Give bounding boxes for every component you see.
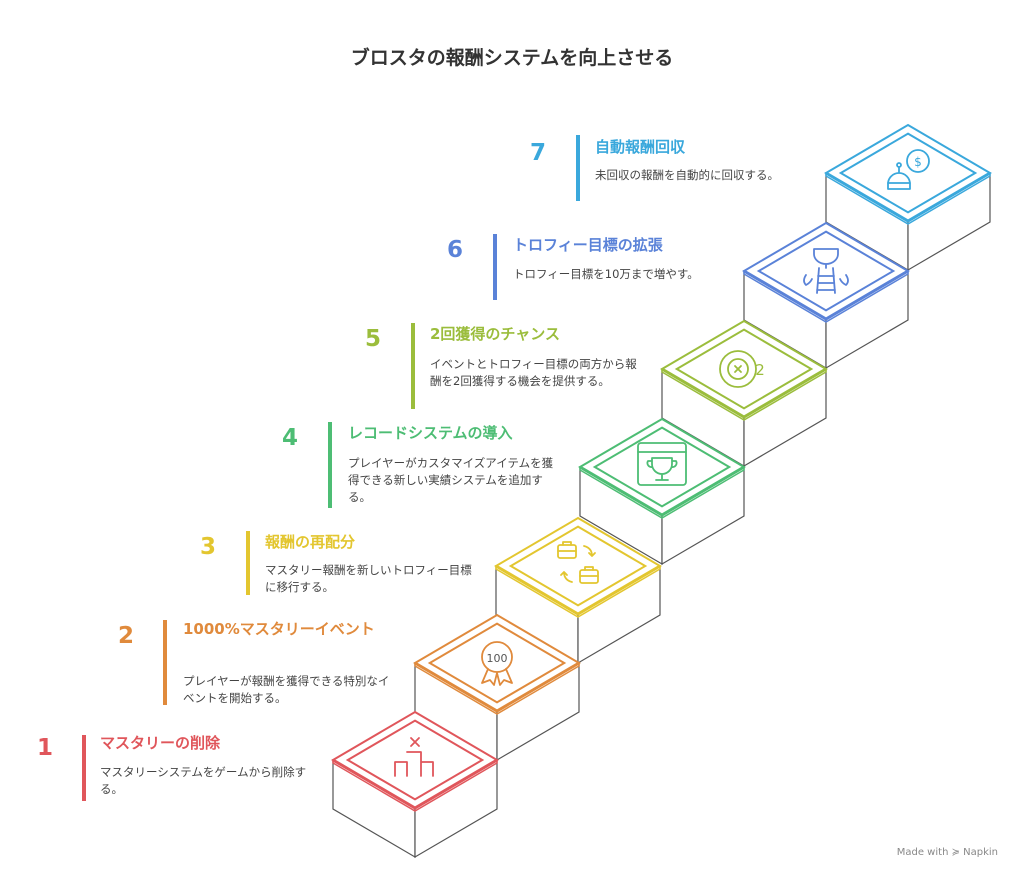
step-1-accent-bar (82, 735, 86, 801)
step-6-title: トロフィー目標の拡張 (513, 236, 663, 254)
step-7-number: 7 (529, 140, 546, 166)
step-2-accent-bar (163, 620, 167, 705)
step-2-description: プレイヤーが報酬を獲得できる特別なイベントを開始する。 (183, 674, 390, 705)
badge-100-icon: 100 (481, 641, 513, 686)
step-5-description: イベントとトロフィー目標の両方から報酬を2回獲得する機会を提供する。 (430, 357, 637, 388)
step-5-block: 2 (660, 319, 828, 468)
step-6-accent-bar (493, 234, 497, 300)
step-7-accent-bar (576, 135, 580, 201)
step-5-number: 5 (364, 326, 381, 352)
step-1-number: 1 (36, 735, 53, 761)
step-1-title: マスタリーの削除 (100, 734, 221, 752)
step-2-block: 100 (413, 613, 581, 762)
robot-coin-icon: $ (887, 149, 930, 190)
step-4-block (578, 417, 746, 566)
chip-x2-icon: 2 (719, 350, 765, 388)
step-6-description: トロフィー目標を10万まで増やす。 (513, 267, 699, 281)
step-6-block (742, 221, 910, 370)
step-1-block (331, 710, 499, 859)
step-3-title: 報酬の再配分 (265, 533, 356, 551)
step-2-number: 2 (117, 623, 134, 649)
step-4-number: 4 (281, 425, 298, 451)
step-1-description: マスタリーシステムをゲームから削除する。 (100, 765, 307, 796)
trophy-window-icon (637, 442, 687, 486)
step-5-accent-bar (411, 323, 415, 409)
svg-text:2: 2 (755, 361, 765, 379)
page-title: ブロスタの報酬システムを向上させる (350, 47, 674, 69)
briefcase-swap-icon (557, 541, 599, 584)
step-6-number: 6 (446, 237, 463, 263)
step-3-block (494, 516, 662, 665)
step-3-accent-bar (246, 531, 250, 595)
step-7-title: 自動報酬回収 (595, 138, 686, 156)
step-4-title: レコードシステムの導入 (348, 424, 513, 442)
step-7-block: $ (824, 123, 992, 272)
svg-text:100: 100 (487, 652, 508, 665)
trophy-ladder-icon (803, 248, 849, 294)
svg-text:$: $ (914, 155, 922, 169)
step-7-description: 未回収の報酬を自動的に回収する。 (595, 168, 779, 182)
step-2-title: 1000%マスタリーイベント (183, 620, 375, 638)
step-5-title: 2回獲得のチャンス (430, 325, 560, 343)
step-4-description: プレイヤーがカスタマイズアイテムを獲得できる新しい実績システムを追加する。 (348, 456, 554, 504)
step-3-description: マスタリー報酬を新しいトロフィー目標に移行する。 (265, 563, 472, 594)
step-4-accent-bar (328, 422, 332, 508)
napkin-footer: Made with ≽ Napkin (896, 847, 998, 858)
step-3-number: 3 (199, 534, 216, 560)
cancel-podium-icon (394, 737, 434, 777)
